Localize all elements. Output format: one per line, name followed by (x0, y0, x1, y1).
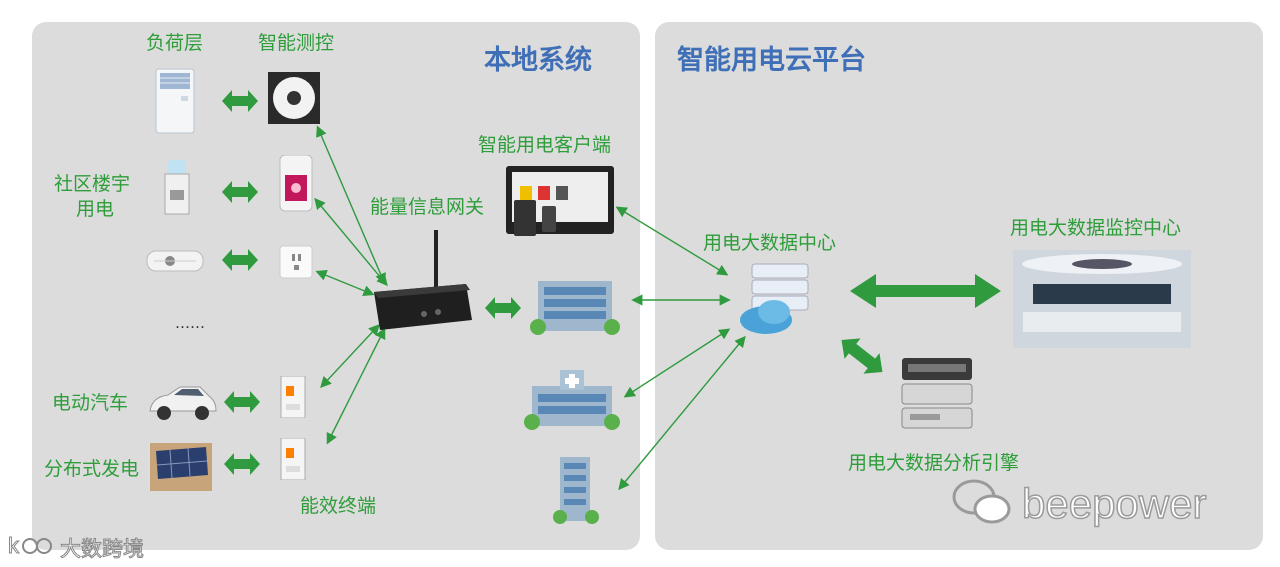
gateway-device-icon (374, 230, 472, 330)
ev-label: 电动汽车 (52, 392, 129, 414)
electric-car-icon (149, 386, 217, 420)
double-arrow (222, 90, 258, 112)
smart-sensor-icon (268, 72, 320, 124)
distributed-gen-label: 分布式发电 (44, 458, 140, 480)
community-label-line1: 社区楼宇 (54, 173, 131, 195)
link-line (623, 328, 731, 398)
double-arrow (485, 297, 521, 319)
double-arrow (224, 453, 260, 475)
water-heater-icon (146, 250, 204, 272)
water-dispenser-icon (164, 160, 190, 215)
double-arrow (850, 274, 1001, 308)
server-rack-icon (901, 358, 973, 429)
double-arrow (222, 181, 258, 203)
smart-monitor-label: 智能测控 (258, 32, 335, 54)
source-watermark: 大数跨境 (60, 537, 145, 562)
control-room-icon (1013, 250, 1191, 348)
terminal-label: 能效终端 (300, 495, 377, 517)
breaker-icon (280, 438, 306, 480)
link-line (326, 327, 386, 445)
client-label: 智能用电客户端 (478, 134, 612, 156)
wall-socket-icon (279, 245, 313, 279)
tower-building-icon (553, 457, 599, 524)
hospital-building-icon (524, 370, 620, 430)
analysis-engine-label: 用电大数据分析引擎 (848, 452, 1020, 474)
gateway-label: 能量信息网关 (370, 196, 485, 218)
svg-text:k: k (8, 533, 20, 558)
ellipsis: …… (175, 314, 205, 332)
brand-watermark: beepower (1021, 479, 1207, 528)
load-layer-label: 负荷层 (146, 32, 204, 54)
link-line (618, 335, 746, 491)
link-line (615, 206, 729, 276)
cloud-platform-title: 智能用电云平台 (677, 45, 866, 76)
smart-socket-icon (279, 155, 313, 212)
wechat-logo (952, 479, 1011, 524)
link-line (315, 269, 375, 297)
solar-panel-icon (150, 443, 212, 491)
office-building-icon (530, 281, 620, 335)
local-system-title: 本地系统 (484, 45, 592, 76)
data-center-label: 用电大数据中心 (703, 232, 837, 254)
double-arrow (841, 338, 883, 374)
air-conditioner-icon (155, 68, 195, 134)
client-devices-icon (506, 166, 614, 236)
community-label-line2: 用电 (76, 198, 115, 220)
breaker-icon (280, 376, 306, 418)
monitor-center-label: 用电大数据监控中心 (1010, 217, 1182, 239)
source-logo: k (8, 533, 52, 559)
double-arrow (224, 391, 260, 413)
double-arrow (222, 249, 258, 271)
cloud-server-icon (740, 263, 809, 334)
